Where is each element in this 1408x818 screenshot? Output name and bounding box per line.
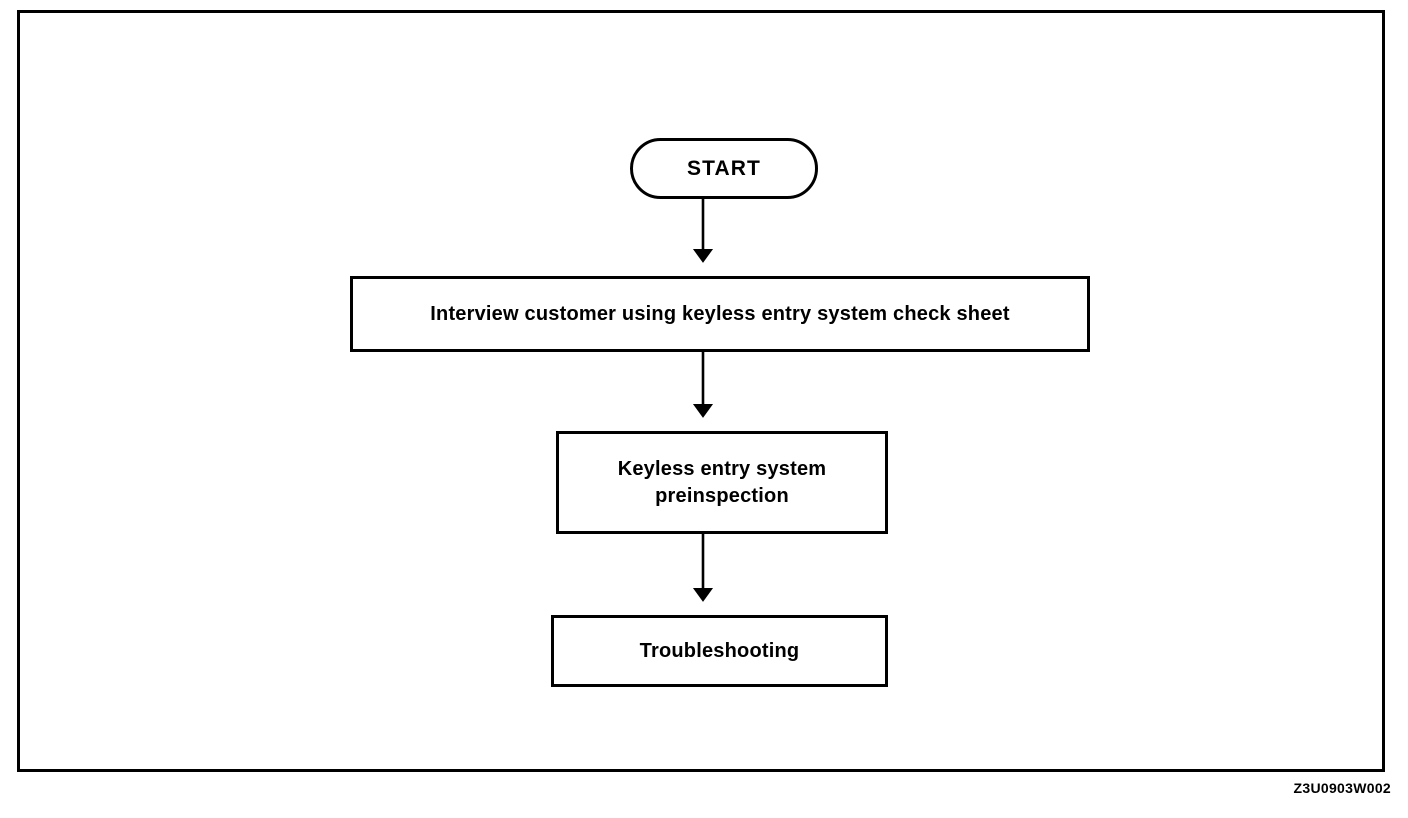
flow-node-interview-label: Interview customer using keyless entry s… <box>430 302 1010 325</box>
figure-reference-code: Z3U0903W002 <box>1293 780 1391 796</box>
flow-node-start: START <box>630 138 818 199</box>
flow-node-start-label: START <box>687 156 761 180</box>
flow-node-preinspection-label: Keyless entry system preinspection <box>617 458 827 507</box>
flow-node-preinspection: Keyless entry system preinspection <box>556 431 888 534</box>
flow-node-troubleshooting: Troubleshooting <box>551 615 888 687</box>
figure-border: START Interview customer using keyless e… <box>17 10 1385 772</box>
flow-node-troubleshooting-label: Troubleshooting <box>639 639 800 662</box>
flow-node-interview: Interview customer using keyless entry s… <box>350 276 1090 352</box>
